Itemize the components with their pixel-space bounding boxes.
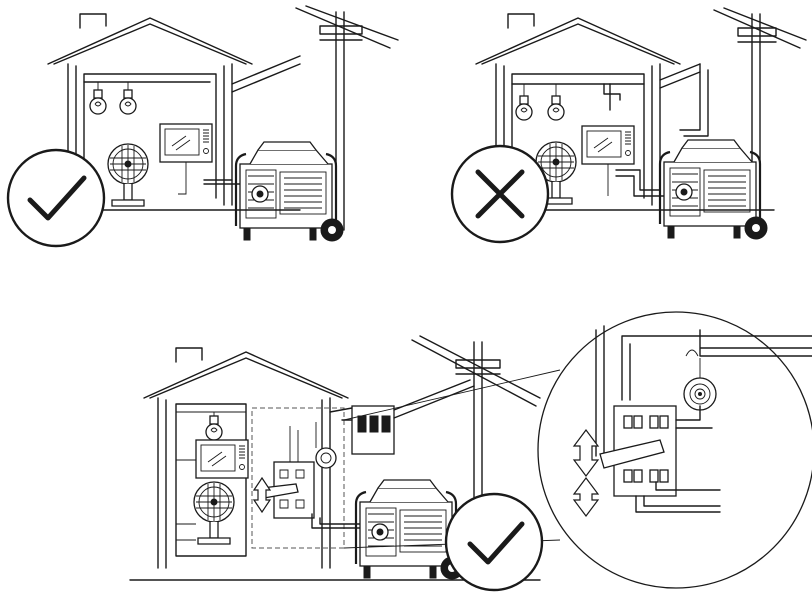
panel-correct-transfer-switch-connection-status bbox=[446, 494, 542, 590]
panel-correct-isolated-connection-status bbox=[8, 150, 104, 246]
panel-correct-isolated-connection bbox=[8, 6, 398, 246]
transfer-switch-zoom-callout bbox=[538, 312, 812, 588]
meter-icon bbox=[316, 448, 336, 468]
panel-incorrect-direct-connection bbox=[452, 8, 806, 242]
panel-incorrect-direct-connection-status bbox=[452, 146, 548, 242]
panel-correct-transfer-switch-connection bbox=[130, 336, 560, 590]
